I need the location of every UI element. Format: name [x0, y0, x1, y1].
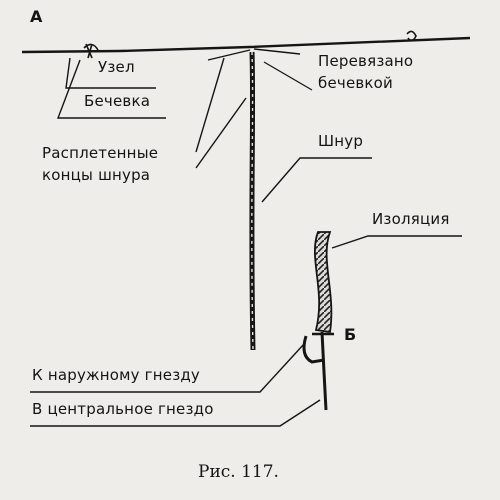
unbraided-end-right [253, 48, 301, 55]
insulation-label: Изоляция [372, 210, 450, 228]
tied-label-line2: бечевкой [318, 74, 393, 92]
twine-label: Бечевка [84, 92, 151, 110]
point-b-label: Б [344, 325, 357, 344]
knot-leader [65, 57, 156, 89]
cord-leader [261, 157, 372, 203]
vertical-cord [249, 51, 256, 351]
tied-leader [263, 61, 313, 91]
center-socket-leader [30, 399, 321, 427]
tied-label-line1: Перевязано [318, 52, 414, 70]
insulated-plug [302, 231, 334, 411]
insulation-leader [331, 235, 462, 249]
twine-leader [56, 59, 166, 119]
figure-caption: Рис. 117. [198, 462, 279, 482]
unbraided-leader-1 [195, 57, 225, 153]
right-tie-mark [406, 30, 417, 42]
knot-mark [83, 43, 99, 59]
unbraided-label-line2: концы шнура [42, 166, 151, 184]
unbraided-label-line1: Расплетенные [42, 144, 159, 162]
outer-socket-label: К наружному гнезду [32, 366, 201, 384]
unbraided-leader-2 [195, 97, 247, 169]
horizontal-wire [21, 36, 471, 54]
point-a-label: А [30, 7, 43, 26]
outer-socket-leader [30, 343, 305, 393]
cord-label: Шнур [318, 132, 364, 150]
unbraided-end-left [207, 49, 251, 61]
center-socket-label: В центральное гнездо [32, 400, 214, 418]
knot-label: Узел [98, 58, 135, 76]
